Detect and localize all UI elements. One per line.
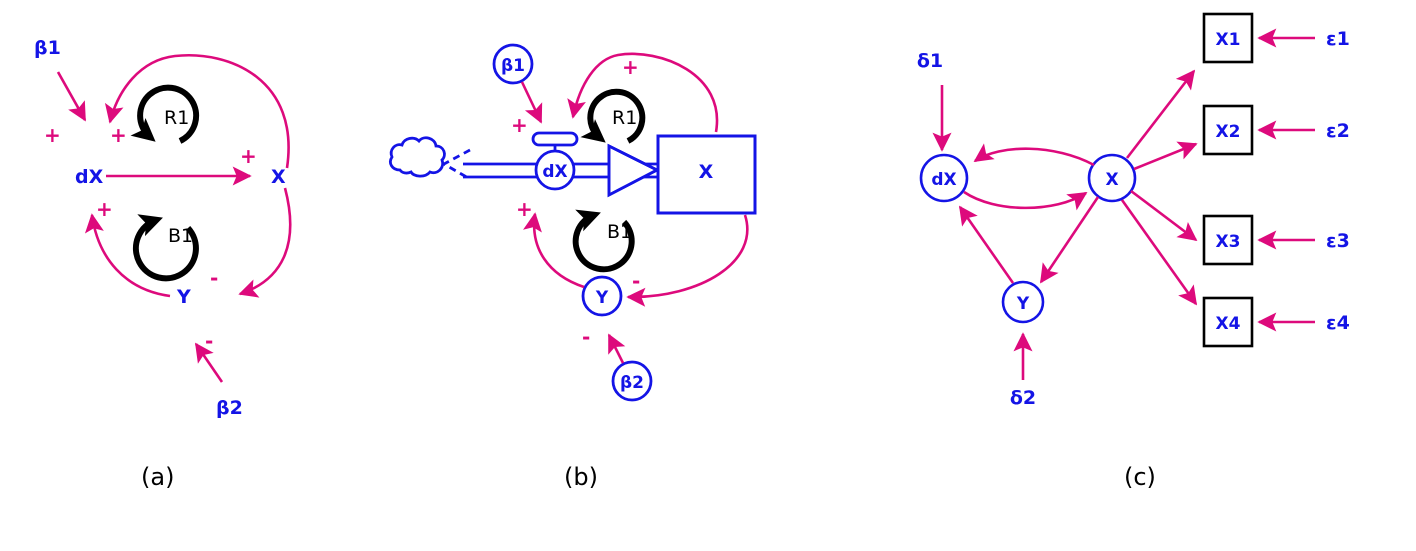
panel-c-path-X-to-X2: [1133, 141, 1198, 171]
panel-b-node-dX-label: dX: [542, 162, 567, 182]
panel-a-node-dX: dX: [75, 166, 104, 188]
panel-b-loop-R1: R1: [580, 88, 646, 144]
panel-c-node-dX: dX: [919, 153, 969, 203]
panel-c-path-X-to-Y: [1039, 196, 1100, 284]
panel-a-loop-R1: R1: [130, 84, 200, 144]
panel-b-sign-Y-dX: +: [516, 197, 533, 221]
panel-c-node-Y: Y: [1001, 280, 1045, 324]
panel-b-node-beta1: β1: [492, 43, 534, 85]
panel-c-epsilon3-label: ε3: [1326, 230, 1350, 252]
panel-c-path-X-to-dX: [973, 143, 1095, 167]
panel-b-link-X-to-dX: [567, 52, 719, 133]
panel-c-indicator-X3: X3 ε3: [1202, 214, 1350, 266]
panel-c-path-dX-to-X: [963, 190, 1088, 211]
panel-a-link-beta2-to-Y: [194, 342, 224, 383]
panel-a-node-X: X: [271, 166, 286, 188]
panel-b-loop-B1: B1: [572, 209, 635, 273]
panel-b-link-beta1-to-dX: [520, 81, 543, 124]
panel-b-stock-X: X: [656, 134, 757, 215]
panel-b-source-cloud: [389, 136, 446, 178]
panel-b-loop-B1-label: B1: [607, 221, 632, 243]
panel-a-sign-beta2-Y: -: [205, 329, 213, 353]
panel-a-node-Y: Y: [176, 286, 191, 308]
panel-a-loop-B1: B1: [132, 214, 199, 282]
panel-b-valve-dX: dX: [531, 131, 579, 191]
panel-a-sign-X-Y: -: [210, 266, 218, 290]
panel-b-link-beta2-to-Y: [607, 333, 626, 364]
panel-c-delta1-label: δ1: [917, 50, 943, 72]
panel-b-link-Y-to-dX: [523, 212, 585, 289]
panel-c-epsilon4-label: ε4: [1326, 312, 1350, 334]
panel-c-node-Y-label: Y: [1016, 294, 1030, 314]
panel-c-epsilon2-label: ε2: [1326, 120, 1350, 142]
panel-a-loop-B1-label: B1: [168, 225, 193, 247]
panel-a-link-Y-to-dX: [84, 213, 171, 298]
panel-b-node-Y: Y: [581, 275, 623, 317]
panel-c-node-X-label: X: [1105, 170, 1118, 190]
panel-c-node-X: X: [1087, 153, 1137, 203]
panel-b: dX X β1 + + - Y + β2: [389, 43, 757, 491]
panel-a-sign-X-dX: +: [110, 123, 127, 147]
panel-c-epsilon1-label: ε1: [1326, 28, 1350, 50]
panel-c-path-X-to-X3: [1130, 189, 1198, 242]
panel-c-caption: (c): [1124, 463, 1156, 491]
panel-b-node-Y-label: Y: [595, 288, 609, 308]
panel-b-link-X-to-Y: [626, 214, 749, 307]
panel-c-path-X-to-X4: [1120, 199, 1198, 306]
panel-a-beta2-label: β2: [216, 397, 243, 419]
panel-c-node-X3-label: X3: [1216, 232, 1241, 252]
panel-c-indicator-X1: X1 ε1: [1202, 12, 1350, 64]
panel-b-beta2-label: β2: [620, 373, 644, 393]
panel-c-indicator-X4: X4 ε4: [1202, 296, 1350, 348]
panel-c-indicator-X2: X2 ε2: [1202, 104, 1350, 156]
panel-b-sign-beta1-dX: +: [511, 113, 528, 137]
panel-a: β1 + + + dX X - Y + - β2 R1 B1: [34, 37, 292, 491]
panel-a-link-beta1-to-dX: [56, 71, 87, 122]
panel-b-node-beta2: β2: [611, 360, 653, 402]
panel-b-node-X-label: X: [699, 161, 714, 183]
panel-b-sign-X-Y: -: [632, 269, 640, 293]
panel-a-caption: (a): [141, 463, 174, 491]
panel-c-path-Y-to-dX: [958, 205, 1015, 284]
panel-b-cloud-flow-arrowhead: [441, 148, 471, 181]
panel-c-node-X4-label: X4: [1216, 314, 1241, 334]
panel-a-sign-beta1-dX: +: [44, 123, 61, 147]
panel-b-sign-beta2-Y: -: [582, 325, 590, 349]
panel-c-node-X2-label: X2: [1216, 122, 1241, 142]
panel-c-delta2-label: δ2: [1010, 387, 1036, 409]
panel-c-node-X1-label: X1: [1216, 30, 1241, 50]
panel-a-sign-Y-dX: +: [96, 197, 113, 221]
panel-b-caption: (b): [564, 463, 598, 491]
panel-b-beta1-label: β1: [501, 56, 525, 76]
panel-a-link-X-to-Y: [238, 187, 292, 298]
panel-c-node-dX-label: dX: [931, 170, 956, 190]
panel-a-beta1-label: β1: [34, 37, 61, 59]
panel-c: δ1 dX X Y δ2: [917, 12, 1350, 491]
panel-a-loop-R1-label: R1: [164, 107, 189, 129]
panel-c-path-X-to-X1: [1125, 69, 1196, 159]
panel-b-loop-R1-label: R1: [612, 107, 637, 129]
panel-a-sign-dX-X: +: [240, 144, 257, 168]
panel-b-sign-X-dX: +: [622, 55, 639, 79]
panel-a-link-X-to-dX: [104, 53, 290, 169]
